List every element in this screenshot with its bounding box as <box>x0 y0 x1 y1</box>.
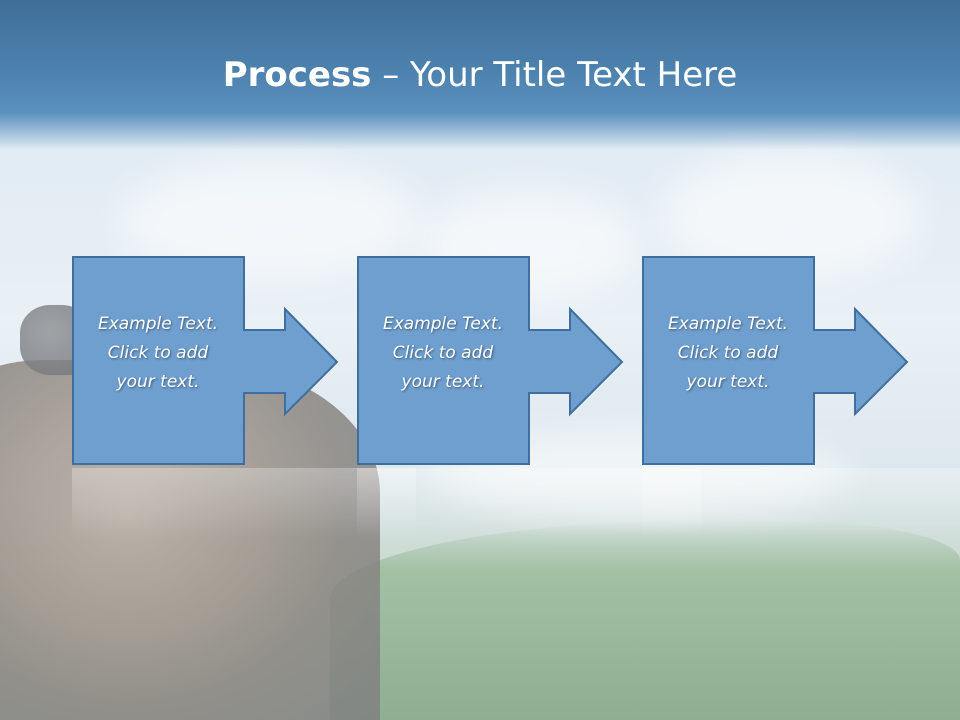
slide-title[interactable]: Process – Your Title Text Here <box>0 52 960 98</box>
arrow-box-shape <box>357 256 624 465</box>
step-reflection <box>642 468 960 538</box>
process-step-3[interactable]: Example Text. Click to add your text. <box>642 256 960 466</box>
background-hills <box>330 520 960 720</box>
step-reflection <box>357 468 701 538</box>
arrow-box-shape <box>72 256 339 465</box>
step-text-line: Click to add <box>107 343 209 363</box>
step-text-line: Example Text. <box>382 314 504 334</box>
step-text-line: Click to add <box>392 343 494 363</box>
step-text-line: Example Text. <box>97 314 219 334</box>
step-text[interactable]: Example Text. Click to add your text. <box>72 310 244 397</box>
step-reflection <box>72 468 416 538</box>
step-text-line: Example Text. <box>667 314 789 334</box>
step-text-line: your text. <box>401 372 485 392</box>
step-text[interactable]: Example Text. Click to add your text. <box>642 310 814 397</box>
title-bar <box>0 0 960 150</box>
slide-title-rest: – Your Title Text Here <box>371 55 738 95</box>
process-step-1[interactable]: Example Text. Click to add your text. <box>72 256 416 466</box>
step-text[interactable]: Example Text. Click to add your text. <box>357 310 529 397</box>
process-step-2[interactable]: Example Text. Click to add your text. <box>357 256 701 466</box>
arrow-box-shape <box>642 256 909 465</box>
slide-title-bold: Process <box>222 55 372 95</box>
step-text-line: your text. <box>686 372 770 392</box>
step-text-line: Click to add <box>677 343 779 363</box>
step-text-line: your text. <box>116 372 200 392</box>
